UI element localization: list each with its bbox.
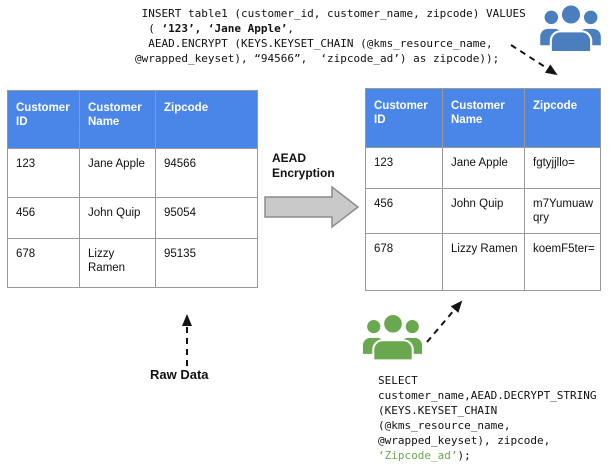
code-line: customer_name,AEAD.DECRYPT_STRING [378, 389, 597, 402]
table-cell: 678 [365, 233, 443, 291]
table-cell: John Quip [79, 197, 156, 239]
code-line: @wrapped_keyset), “94566”, ‘zipcode_ad’)… [135, 52, 500, 65]
table-cell: 94566 [155, 148, 258, 198]
table-cell: 678 [7, 238, 80, 288]
column-header: Customer ID [7, 90, 80, 149]
code-line: ( ‘123’, ‘Jane Apple’, [135, 22, 294, 35]
column-header: Zipcode [524, 88, 601, 148]
table-cell: Lizzy Ramen [442, 233, 525, 291]
table-cell: 95135 [155, 238, 258, 288]
raw-data-label: Raw Data [150, 367, 209, 382]
code-line: (@kms_resource_name, [378, 419, 511, 432]
code-line: SELECT [378, 374, 418, 387]
users-group-green-icon [362, 312, 423, 361]
table-cell: Jane Apple [442, 147, 525, 189]
column-header: Customer Name [442, 88, 525, 148]
table-cell: 456 [365, 188, 443, 234]
block-arrow-right-icon [264, 185, 360, 229]
table-cell: 95054 [155, 197, 258, 239]
column-header: Zipcode [155, 90, 258, 149]
table-cell: m7Yumuawqry [524, 188, 601, 234]
column-header: Customer Name [79, 90, 156, 149]
aead-encryption-label: AEAD Encryption [272, 151, 335, 180]
code-line: AEAD.ENCRYPT (KEYS.KEYSET_CHAIN (@kms_re… [135, 37, 493, 50]
code-line: (KEYS.KEYSET_CHAIN [378, 404, 498, 417]
select-query-code: SELECT customer_name,AEAD.DECRYPT_STRING (… [378, 373, 597, 463]
code-line: ‘Zipcode_ad’); [378, 449, 471, 462]
insert-query-code: INSERT table1 (customer_id, customer_nam… [135, 6, 526, 66]
table-cell: 123 [7, 148, 80, 198]
column-header: Customer ID [365, 88, 443, 148]
table-cell: Lizzy Ramen [79, 238, 156, 288]
table-cell: fgtyjjllo= [524, 147, 601, 189]
table-cell: koemF5ter= [524, 233, 601, 291]
dashed-arrow-select-to-table-icon [426, 300, 463, 343]
table-cell: Jane Apple [79, 148, 156, 198]
table-cell: 123 [365, 147, 443, 189]
users-group-blue-icon [540, 3, 601, 52]
table-cell: 456 [7, 197, 80, 239]
table-cell: John Quip [442, 188, 525, 234]
code-line: INSERT table1 (customer_id, customer_nam… [135, 7, 526, 20]
code-line: @wrapped_keyset), zipcode, [378, 434, 551, 447]
